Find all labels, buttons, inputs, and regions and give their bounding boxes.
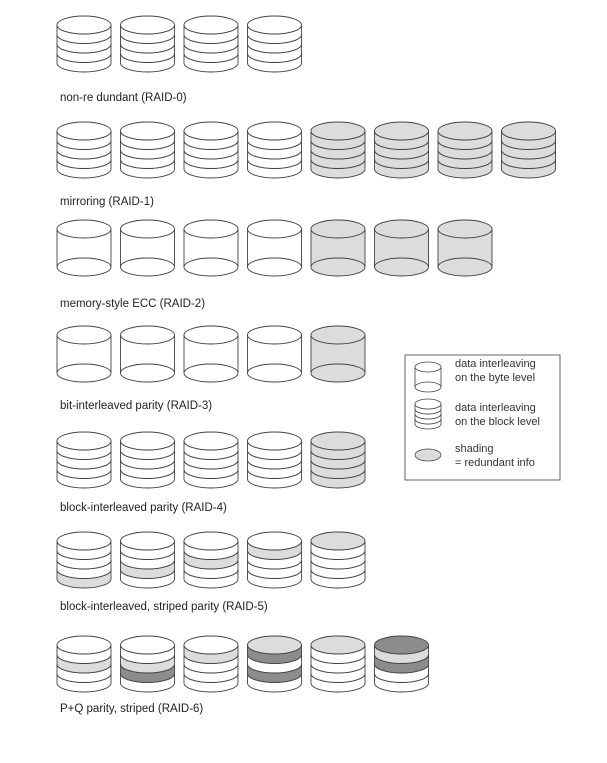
raid-row-raid3: bit-interleaved parity (RAID-3)	[56, 325, 366, 412]
legend-item-2-line-2: on the block level	[455, 416, 540, 428]
disk-raid0-3	[183, 15, 239, 73]
disk-raid1-3	[183, 121, 239, 179]
raid-row-raid5: block-interleaved, striped parity (RAID-…	[56, 531, 366, 613]
disk-raid2-7	[437, 219, 493, 277]
disk-raid5-5	[310, 531, 366, 589]
legend: data interleaving on the byte level data i…	[404, 354, 561, 481]
disk-raid0-1	[56, 15, 112, 73]
disk-raid1-4	[247, 121, 302, 179]
disk-raid2-5	[310, 219, 366, 277]
raid-label-raid5: block-interleaved, striped parity (RAID-…	[60, 601, 268, 613]
legend-item-1-line-2: on the byte level	[455, 372, 535, 384]
raid-label-raid0: non-re dundant (RAID-0)	[60, 92, 187, 104]
legend-byte-icon	[414, 361, 442, 393]
raid-label-raid4: block-interleaved parity (RAID-4)	[60, 502, 227, 514]
disk-raid1-8	[501, 121, 556, 179]
disk-raid2-1	[56, 219, 112, 277]
raid-label-raid2: memory-style ECC (RAID-2)	[60, 298, 205, 310]
disk-raid1-7	[437, 121, 493, 179]
raid-label-raid6: P+Q parity, striped (RAID-6)	[60, 703, 203, 715]
disk-raid1-1	[56, 121, 112, 179]
disk-raid1-5	[310, 121, 366, 179]
legend-shading-icon	[414, 448, 442, 462]
raid-row-raid2: memory-style ECC (RAID-2)	[56, 219, 493, 310]
disk-raid3-1	[56, 325, 112, 383]
disk-raid3-3	[183, 325, 239, 383]
disk-raid4-2	[120, 431, 175, 489]
legend-item-3-line-1: shading	[455, 443, 494, 455]
disk-raid6-6	[374, 635, 429, 693]
legend-item-3-line-2: = redundant info	[455, 457, 535, 469]
disk-raid2-3	[183, 219, 239, 277]
disk-raid3-4	[247, 325, 302, 383]
disk-raid0-2	[120, 15, 175, 73]
disk-raid5-2	[120, 531, 175, 589]
raid-label-raid1: mirroring (RAID-1)	[60, 196, 154, 208]
raid-row-raid1: mirroring (RAID-1)	[56, 121, 556, 208]
disk-raid1-2	[120, 121, 175, 179]
disk-raid4-1	[56, 431, 112, 489]
disk-raid6-1	[56, 635, 112, 693]
disk-raid2-2	[120, 219, 175, 277]
disk-raid6-2	[120, 635, 175, 693]
disk-raid4-4	[247, 431, 302, 489]
disk-raid5-3	[183, 531, 239, 589]
disk-raid5-4	[247, 531, 302, 589]
raid-row-raid4: block-interleaved parity (RAID-4)	[56, 431, 366, 514]
disk-raid6-3	[183, 635, 239, 693]
legend-item-2-line-1: data interleaving	[455, 402, 536, 414]
disk-raid3-5	[310, 325, 366, 383]
raid-rows: non-re dundant (RAID-0) mirroring (RAID-1…	[56, 15, 556, 715]
raid-row-raid6: P+Q parity, striped (RAID-6)	[56, 635, 429, 715]
disk-raid1-6	[374, 121, 429, 179]
legend-item-1-line-1: data interleaving	[455, 358, 536, 370]
disk-raid5-1	[56, 531, 112, 589]
raid-row-raid0: non-re dundant (RAID-0)	[56, 15, 302, 104]
disk-raid4-3	[183, 431, 239, 489]
disk-raid2-4	[247, 219, 302, 277]
disk-raid3-2	[120, 325, 175, 383]
disk-raid4-5	[310, 431, 366, 489]
disk-raid0-4	[247, 15, 302, 73]
disk-raid2-6	[374, 219, 429, 277]
legend-block-icon	[414, 398, 442, 430]
disk-raid6-4	[247, 635, 302, 693]
raid-label-raid3: bit-interleaved parity (RAID-3)	[60, 400, 212, 412]
disk-raid6-5	[310, 635, 366, 693]
